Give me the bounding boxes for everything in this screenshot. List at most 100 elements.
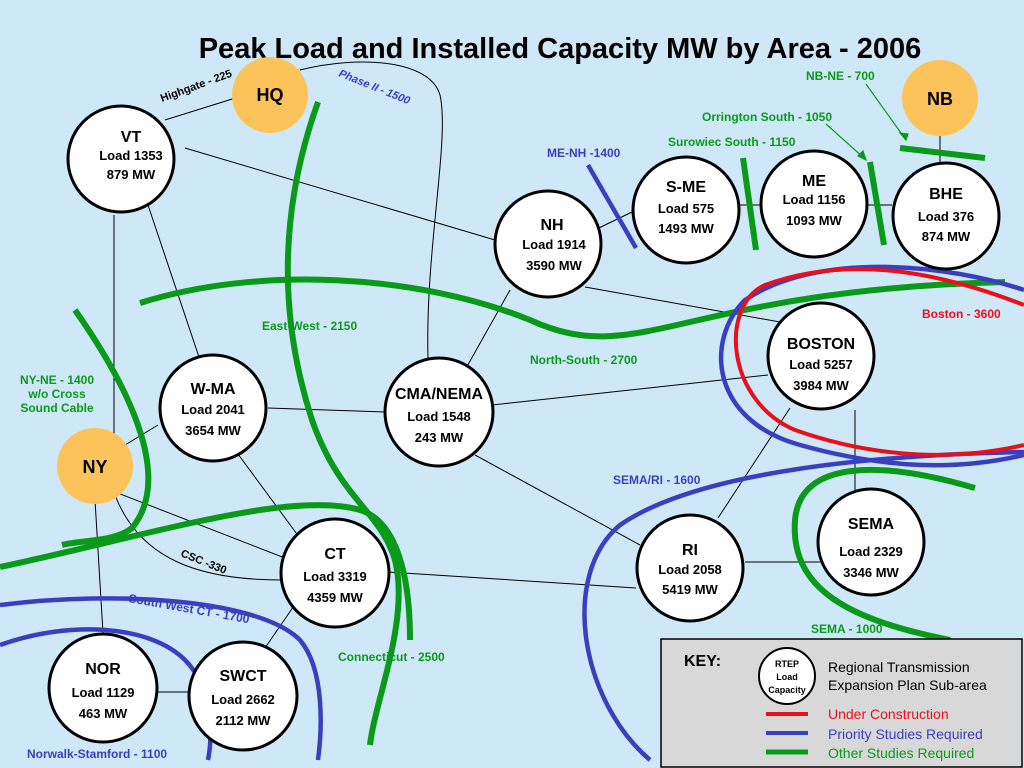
northsouth-label: North-South - 2700 bbox=[530, 353, 638, 367]
vt-name: VT bbox=[121, 129, 142, 146]
connection-ct-ri bbox=[387, 571, 637, 589]
wma-name: W-MA bbox=[191, 381, 236, 398]
nb-ne-line bbox=[899, 145, 986, 161]
key-item-under-construction: Under Construction bbox=[828, 706, 949, 722]
boston-name: BOSTON bbox=[787, 336, 855, 353]
bhe-circle bbox=[891, 161, 1001, 271]
menh-label: ME-NH -1400 bbox=[547, 146, 621, 160]
external-areas: HQ NB NY bbox=[57, 57, 978, 504]
key-legend: KEY: RTEP Load Capacity Regional Transmi… bbox=[660, 638, 1023, 768]
swct-circle bbox=[187, 640, 299, 752]
key-title: KEY: bbox=[684, 653, 721, 670]
connection-vt-wma bbox=[147, 204, 201, 361]
green-interfaces bbox=[0, 100, 1006, 746]
connecticut-line bbox=[0, 502, 413, 641]
ct-name: CT bbox=[324, 546, 346, 563]
me-circle bbox=[759, 149, 869, 259]
surowiec-line bbox=[740, 157, 759, 251]
connection-wma-ct bbox=[234, 449, 306, 546]
nb-label: NB bbox=[927, 89, 953, 109]
highgate-label: Highgate - 225 bbox=[159, 68, 234, 105]
ct-capacity: 4359 MW bbox=[307, 590, 363, 605]
ri-load: Load 2058 bbox=[658, 562, 722, 577]
wma-capacity: 3654 MW bbox=[185, 423, 241, 438]
north-south-line bbox=[139, 276, 1006, 340]
ny-ne-line bbox=[61, 308, 152, 548]
connection-nh-boston bbox=[584, 286, 781, 323]
swct-capacity: 2112 MW bbox=[216, 713, 272, 728]
connection-ny-ct-csc bbox=[114, 494, 283, 581]
connection-ny-ct bbox=[109, 489, 291, 561]
key-circle-desc-line2: Expansion Plan Sub-area bbox=[828, 677, 987, 693]
cmanema-capacity: 243 MW bbox=[415, 430, 464, 445]
key-circle-desc-line1: Regional Transmission bbox=[828, 659, 970, 675]
ri-name: RI bbox=[682, 542, 698, 559]
hq-circle bbox=[232, 57, 308, 133]
me-load: Load 1156 bbox=[783, 192, 846, 207]
orrington-line bbox=[867, 161, 887, 246]
area-node-boston: BOSTON Load 5257 3984 MW bbox=[766, 301, 876, 411]
swct-interface-label: South West CT - 1700 bbox=[127, 591, 250, 626]
vt-capacity: 879 MW bbox=[107, 167, 156, 182]
ri-capacity: 5419 MW bbox=[662, 582, 718, 597]
orrington-arrow-head bbox=[856, 149, 868, 162]
boston-capacity: 3984 MW bbox=[793, 378, 849, 393]
label-arrows bbox=[825, 83, 909, 162]
me-capacity: 1093 MW bbox=[786, 213, 842, 228]
orrington-arrow-line bbox=[825, 123, 865, 159]
boston-red-line bbox=[733, 267, 1024, 457]
ny-label: NY bbox=[82, 457, 107, 477]
bhe-load: Load 376 bbox=[918, 209, 974, 224]
wma-load: Load 2041 bbox=[181, 402, 245, 417]
nh-load: Load 1914 bbox=[522, 237, 586, 252]
phase2-label: Phase II - 1500 bbox=[337, 68, 413, 108]
sema-ri-line bbox=[582, 449, 1024, 762]
external-area-nb: NB bbox=[902, 60, 978, 136]
nyne-label-line1: NY-NE - 1400 bbox=[20, 373, 94, 387]
ny-circle bbox=[57, 428, 133, 504]
ct-load: Load 3319 bbox=[303, 569, 367, 584]
area-node-bhe: BHE Load 376 874 MW bbox=[891, 161, 1001, 271]
sme-capacity: 1493 MW bbox=[658, 221, 714, 236]
area-node-wma: W-MA Load 2041 3654 MW bbox=[158, 353, 268, 463]
south-west-ct-line bbox=[0, 596, 323, 761]
sme-name: S-ME bbox=[666, 179, 706, 196]
hq-label: HQ bbox=[257, 85, 284, 105]
boston-blue-line bbox=[718, 264, 1024, 468]
sema-line bbox=[791, 467, 976, 643]
nor-capacity: 463 MW bbox=[79, 706, 128, 721]
sema-circle bbox=[816, 487, 926, 597]
connection-nh-cma bbox=[464, 289, 511, 371]
east-west-line bbox=[284, 100, 402, 746]
connection-vt-nh bbox=[184, 147, 496, 241]
nbne-arrow-line bbox=[865, 83, 907, 141]
connection-cma-hq bbox=[299, 61, 443, 359]
area-node-sme: S-ME Load 575 1493 MW bbox=[631, 155, 741, 265]
area-nodes: VT Load 1353 879 MW NH Load 1914 3590 MW… bbox=[47, 104, 1001, 752]
norwalk-label: Norwalk-Stamford - 1100 bbox=[27, 747, 167, 761]
nyne-label-line3: Sound Cable bbox=[20, 401, 94, 415]
boston-load: Load 5257 bbox=[789, 357, 853, 372]
semari-label: SEMA/RI - 1600 bbox=[613, 473, 701, 487]
area-node-cmanema: CMA/NEMA Load 1548 243 MW bbox=[383, 356, 495, 468]
area-node-ri: RI Load 2058 5419 MW bbox=[635, 513, 745, 623]
nor-name: NOR bbox=[85, 661, 121, 678]
orrington-label: Orrington South - 1050 bbox=[702, 110, 832, 124]
nb-circle bbox=[902, 60, 978, 136]
sema-load: Load 2329 bbox=[839, 544, 903, 559]
key-circle-line1: RTEP bbox=[775, 659, 799, 669]
nh-circle bbox=[493, 189, 603, 299]
connection-wma-cma bbox=[267, 407, 386, 413]
page-title: Peak Load and Installed Capacity MW by A… bbox=[199, 33, 922, 65]
swct-load: Load 2662 bbox=[211, 692, 275, 707]
sme-circle bbox=[631, 155, 741, 265]
area-node-sema: SEMA Load 2329 3346 MW bbox=[816, 487, 926, 597]
eastwest-label: East-West - 2150 bbox=[262, 319, 357, 333]
area-node-nor: NOR Load 1129 463 MW bbox=[47, 632, 159, 744]
key-circle-line2: Load bbox=[776, 672, 798, 682]
nor-load: Load 1129 bbox=[72, 685, 135, 700]
nor-circle bbox=[47, 632, 159, 744]
nbne-arrow-head bbox=[898, 132, 909, 142]
